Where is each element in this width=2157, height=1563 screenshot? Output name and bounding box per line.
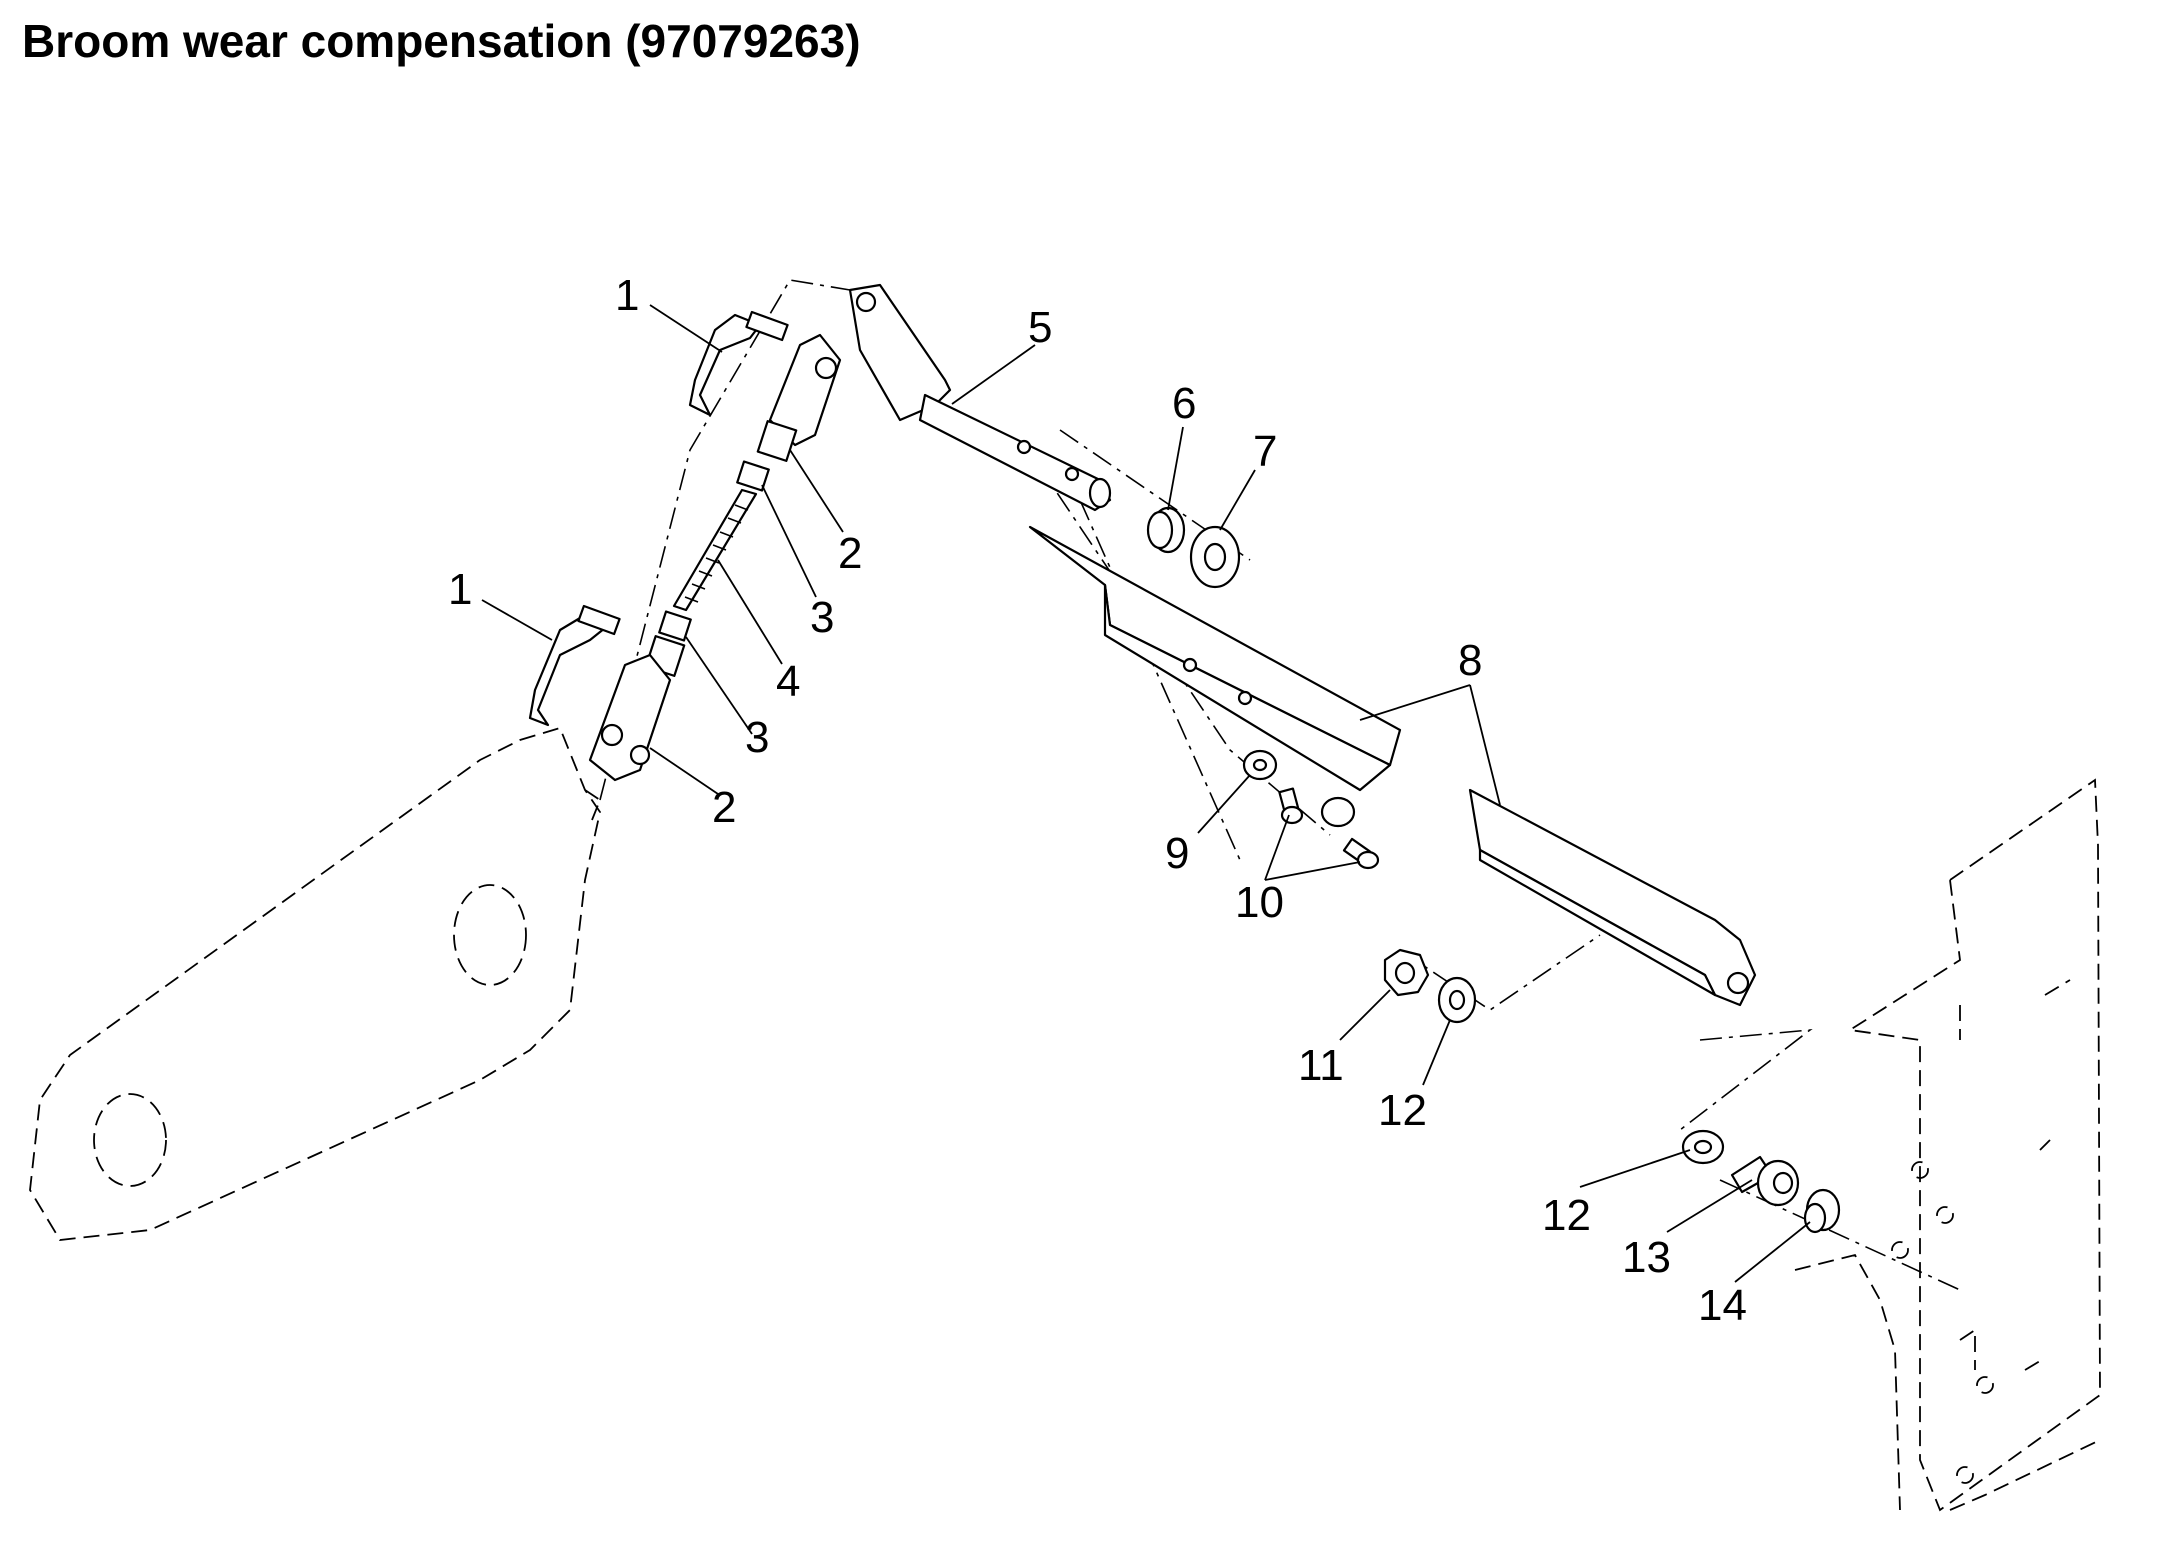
callout-6: 6 <box>1172 379 1196 428</box>
part-11-nut <box>1383 948 1430 997</box>
part-6-bushing <box>1146 506 1186 554</box>
callout-3-lower: 3 <box>745 713 769 762</box>
part-2-upper-clevis <box>756 333 842 462</box>
callout-12-upper: 12 <box>1378 1086 1427 1135</box>
ghost-frame-plate <box>1794 778 2101 1512</box>
part-1-lower-clip <box>528 604 621 727</box>
part-7-washer <box>1189 525 1241 589</box>
callout-2-lower: 2 <box>712 783 736 832</box>
callout-7: 7 <box>1253 427 1277 476</box>
callout-14: 14 <box>1698 1281 1747 1330</box>
callout-3-upper: 3 <box>810 593 834 642</box>
callout-labels: 1 1 2 2 3 3 4 5 6 7 8 9 10 11 12 12 13 1… <box>448 271 1747 1330</box>
callout-13: 13 <box>1622 1233 1671 1282</box>
callout-11: 11 <box>1298 1041 1344 1090</box>
callout-2-upper: 2 <box>838 529 862 578</box>
part-5-lever-shaft <box>848 283 1112 512</box>
leader-lines <box>481 304 1811 1283</box>
part-8-lower-angle-bracket <box>1468 788 1757 1007</box>
part-13-bolt <box>1730 1155 1800 1207</box>
part-10-screws <box>1278 787 1380 870</box>
callout-1-upper: 1 <box>615 271 639 320</box>
callout-10: 10 <box>1235 878 1284 927</box>
part-9-washer <box>1242 749 1356 828</box>
callout-1-lower: 1 <box>448 565 472 614</box>
callout-4: 4 <box>776 657 800 706</box>
callout-8: 8 <box>1458 636 1482 685</box>
part-12-washer-lower <box>1681 1129 1725 1165</box>
callout-5: 5 <box>1028 303 1052 352</box>
part-2-lower-clevis <box>588 635 686 782</box>
callout-12-lower: 12 <box>1542 1191 1591 1240</box>
part-3-nut-upper <box>736 460 770 492</box>
part-3-nut-lower <box>658 610 692 642</box>
ghost-broom-arm <box>29 726 602 1241</box>
callout-9: 9 <box>1165 829 1189 878</box>
diagram-title: Broom wear compensation (97079263) <box>22 15 861 67</box>
part-8-upper-angle-bracket <box>1028 525 1402 792</box>
part-4-threaded-rod <box>672 488 758 612</box>
part-14-bushing <box>1803 1188 1841 1234</box>
part-12-washer-upper <box>1437 976 1477 1024</box>
part-1-upper-clip <box>688 310 789 417</box>
